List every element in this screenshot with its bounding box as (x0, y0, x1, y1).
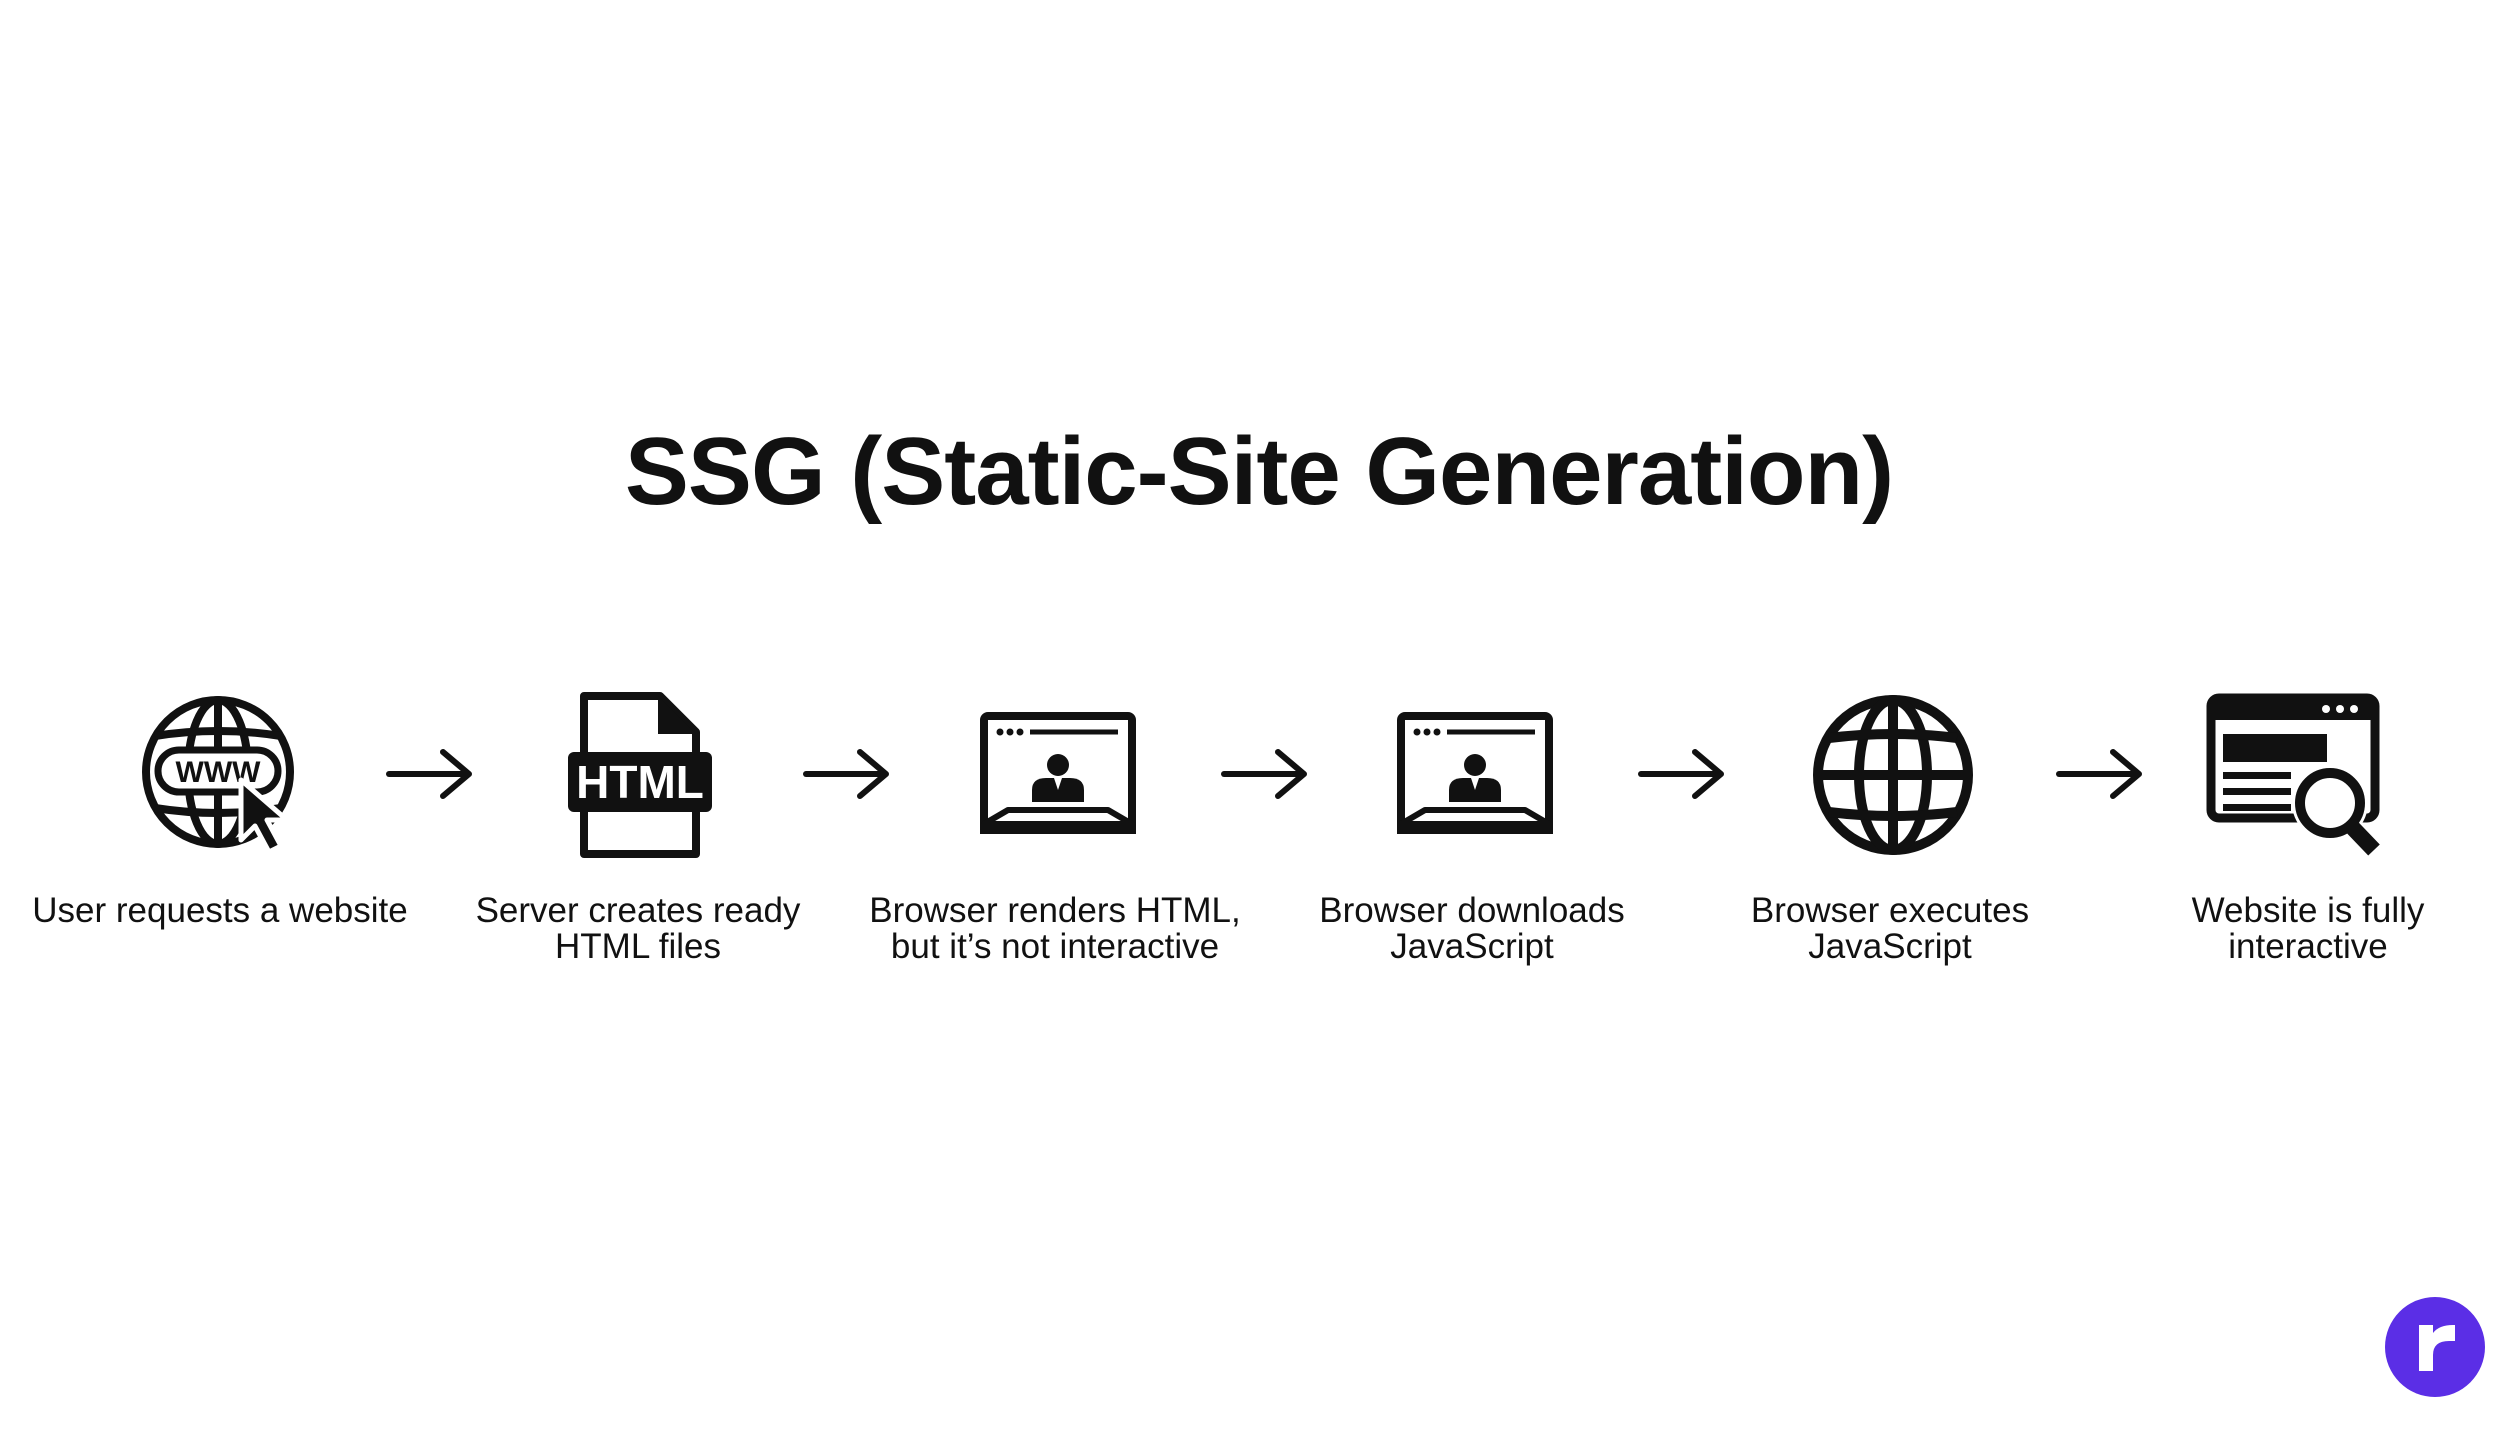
step-label-5: Browser executes JavaScript (1750, 891, 2030, 966)
brand-logo-icon (2385, 1297, 2485, 1397)
svg-text:HTML: HTML (576, 756, 704, 808)
arrow-right-icon (385, 748, 475, 800)
arrow-right-icon (1637, 748, 1727, 800)
globe-www-cursor-icon: WWW (133, 690, 313, 860)
step-label-2: Server creates ready HTML files (475, 891, 801, 966)
step-label-4: Browser downloads JavaScript (1319, 891, 1625, 966)
arrow-right-icon (2055, 748, 2145, 800)
step-label-3: Browser renders HTML, but it’s not inter… (869, 891, 1241, 966)
arrow-right-icon (802, 748, 892, 800)
browser-window-user-icon (1385, 690, 1565, 860)
step-label-1: User requests a website (32, 891, 408, 930)
arrow-right-icon (1220, 748, 1310, 800)
browser-search-icon (2203, 690, 2383, 860)
globe-icon (1803, 690, 1983, 860)
html-file-icon: HTML (550, 690, 730, 860)
step-label-6: Website is fully interactive (2191, 891, 2425, 966)
browser-window-user-icon (968, 690, 1148, 860)
diagram-title: SSG (Static-Site Generation) (624, 418, 1894, 525)
